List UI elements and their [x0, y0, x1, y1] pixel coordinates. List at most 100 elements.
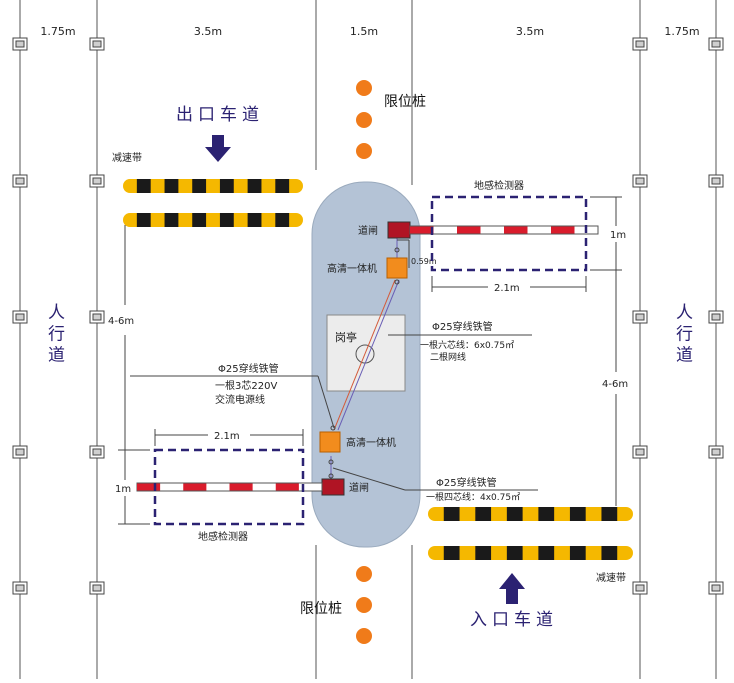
loop-detector-top	[430, 195, 588, 272]
top-dimensions: 1.75m 3.5m 1.5m 3.5m 1.75m	[36, 24, 706, 38]
dim-lane-left: 3.5m	[194, 25, 222, 38]
pillar-icon	[632, 581, 648, 595]
limit-post-icon	[356, 628, 372, 644]
dim-side-left: 1.75m	[40, 25, 75, 38]
booth-label: 岗亭	[335, 330, 357, 344]
pillar-icon	[708, 37, 724, 51]
dim-bg	[656, 24, 706, 38]
cable-middle-pipe: Φ25穿线铁管	[218, 362, 279, 375]
down-arrow-icon	[205, 135, 231, 162]
pillar-icon	[632, 445, 648, 459]
pillar-icon	[89, 174, 105, 188]
cable-top-line2: 二根网线	[430, 351, 466, 363]
gap-label: 0.59m	[411, 257, 437, 266]
loop-top-height-label: 1m	[610, 230, 626, 241]
pillar-icon	[632, 310, 648, 324]
dim-middle: 1.5m	[350, 25, 378, 38]
up-arrow-icon	[499, 573, 525, 604]
sidewalk-right: 人行道	[676, 303, 693, 366]
limit-posts	[356, 80, 372, 644]
loop-bottom-height-dim	[118, 449, 150, 525]
dim-side-right: 1.75m	[664, 25, 699, 38]
cable-line	[337, 279, 400, 431]
pillar-icon	[12, 174, 28, 188]
speed-bump-bottom-label: 减速带	[596, 572, 626, 584]
gate-bottom-housing	[321, 478, 345, 496]
dim-bg	[186, 24, 230, 38]
cable-leaders	[130, 334, 538, 491]
loop-bottom-height-label: 1m	[115, 484, 131, 495]
gate-top-housing	[387, 221, 411, 239]
pillar-icon	[89, 581, 105, 595]
pillar-icon	[89, 310, 105, 324]
pillars	[12, 37, 724, 595]
limit-post-icon	[356, 597, 372, 613]
pillar-icon	[12, 581, 28, 595]
speed-bumps	[123, 179, 633, 560]
limit-post-top-label: 限位桩	[384, 93, 426, 110]
pipe-joint-icon	[394, 247, 400, 253]
pillar-icon	[89, 445, 105, 459]
limit-post-icon	[356, 112, 372, 128]
loop-top-height-dim	[590, 196, 622, 271]
camera-bottom	[319, 431, 341, 453]
dim-bg	[508, 24, 552, 38]
pillar-icon	[632, 174, 648, 188]
cable-top-line1: 一根六芯线：6x0.75㎡	[420, 339, 514, 351]
cable-bottom-line1: 一根四芯线：4x0.75㎡	[426, 491, 520, 503]
loop-detector-top-label: 地感检测器	[474, 179, 524, 192]
cable-bottom-pipe: Φ25穿线铁管	[436, 476, 497, 489]
sidewalk-right-label: 人行道	[676, 303, 693, 366]
speed-bump	[428, 546, 633, 560]
cable-middle-line2: 交流电源线	[215, 393, 265, 406]
pillar-icon	[708, 445, 724, 459]
pipe-joint-icon	[328, 473, 334, 479]
distance-left-label: 4-6m	[108, 316, 134, 327]
dim-bg	[36, 24, 80, 38]
sidewalk-left: 人行道	[48, 303, 65, 366]
pillar-icon	[12, 37, 28, 51]
limit-post-icon	[356, 80, 372, 96]
loop-top-width-label: 2.1m	[494, 283, 520, 294]
sidewalk-left-label: 人行道	[48, 303, 65, 366]
camera-top	[386, 257, 408, 279]
limit-post-icon	[356, 143, 372, 159]
camera-bottom-label: 高清一体机	[346, 436, 396, 449]
entry-lane-title: 入口车道	[470, 610, 558, 630]
speed-bump	[428, 507, 633, 521]
pillar-icon	[708, 581, 724, 595]
speed-bump-top-label: 减速带	[112, 152, 142, 164]
gate-top-label: 道闸	[358, 224, 378, 237]
cable-top-pipe: Φ25穿线铁管	[432, 320, 493, 333]
limit-post-bottom-label: 限位桩	[300, 600, 342, 617]
gate-bottom-label: 道闸	[349, 481, 369, 494]
pipe-joint-icon	[328, 459, 334, 465]
dim-bg	[340, 24, 386, 38]
booth	[326, 314, 406, 392]
loop-detector-bottom-label: 地感检测器	[198, 530, 248, 543]
pipe-joint-icon	[394, 279, 400, 285]
cable-middle-line1: 一根3芯220V	[215, 379, 277, 392]
cable-line	[333, 279, 396, 431]
dim-bg	[208, 429, 250, 441]
loop-detector-bottom	[153, 448, 305, 526]
exit-lane-title: 出口车道	[176, 105, 264, 125]
pillar-icon	[12, 310, 28, 324]
cable-diagonal	[328, 233, 400, 480]
lane-lines	[19, 0, 717, 679]
pillar-icon	[89, 37, 105, 51]
gate-bottom-boom	[136, 482, 323, 492]
camera-top-label: 高清一体机	[327, 262, 377, 275]
speed-bump	[123, 179, 303, 193]
loop-bottom-width-label: 2.1m	[214, 431, 240, 442]
dim-lane-right: 3.5m	[516, 25, 544, 38]
pillar-icon	[708, 310, 724, 324]
pillar-icon	[708, 174, 724, 188]
distance-right-label: 4-6m	[602, 379, 628, 390]
pillar-icon	[12, 445, 28, 459]
gate-top-boom	[409, 225, 599, 235]
speed-bump	[123, 213, 303, 227]
limit-post-icon	[356, 566, 372, 582]
